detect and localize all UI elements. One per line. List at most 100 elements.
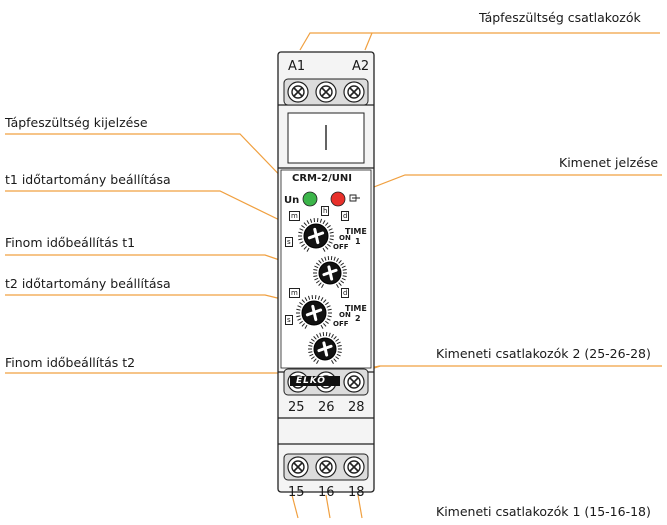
t1-range-dial-tick xyxy=(322,247,326,252)
t2-range-dial-tick xyxy=(304,324,308,329)
terminal-bottom-screw-slot-3 xyxy=(349,462,359,472)
line-out1-15 xyxy=(291,494,299,519)
t2-fine-dial-tick xyxy=(331,334,334,338)
line-supply-a2 xyxy=(364,32,373,51)
brand-badge xyxy=(290,376,340,386)
t1-range-dial-tick xyxy=(298,231,303,234)
t2-fine-dial-tick xyxy=(308,351,313,354)
t1-range-dial-tick xyxy=(298,238,303,241)
line-t1-range xyxy=(5,190,299,230)
t2-range-dial-tick xyxy=(299,302,303,306)
t1-fine-dial-tick xyxy=(340,280,345,284)
t1-fine-dial-tick xyxy=(321,284,324,288)
t2-fine-dial-tick xyxy=(336,341,341,345)
callout-output-terminals-2: Kimeneti csatlakozók 2 (25-26-28) xyxy=(436,346,651,361)
terminal-bottom-screw-slot-2 xyxy=(321,462,331,472)
t2-fine-dial-tick xyxy=(316,334,319,338)
t2-range-dial-tick xyxy=(304,297,308,302)
t1-fine-dial-tick xyxy=(318,282,322,286)
t2-range-dial-grip xyxy=(305,304,323,322)
range-d-1: d xyxy=(341,211,350,221)
line-out1-16 xyxy=(325,494,331,519)
terminal-top-screw-ring-3 xyxy=(347,85,361,99)
t1-fine-dial-tick xyxy=(318,260,322,264)
relay-output-icon xyxy=(349,194,360,202)
callout-supply-indicator: Tápfeszültség kijelzése xyxy=(5,115,148,130)
t2-range-dial-tick xyxy=(299,320,303,324)
t1-fine-dial-tick xyxy=(313,275,318,278)
t2-range-dial-tick xyxy=(296,315,301,318)
t2-fine-dial-tick xyxy=(328,332,331,337)
t1-range-dial-tick xyxy=(328,241,333,244)
t2-fine-dial-tick xyxy=(309,341,314,345)
callout-output-indicator: Kimenet jelzése xyxy=(559,155,659,170)
t1-range-dial-tick xyxy=(327,243,331,247)
t1-fine-dial-tick xyxy=(333,256,336,261)
terminal-label-26: 26 xyxy=(318,400,335,415)
terminal-label-16: 16 xyxy=(318,485,335,500)
terminal-middle-screw-slot-3 xyxy=(349,377,359,387)
terminal-top-screw-ring-1 xyxy=(291,85,305,99)
off-label-2: OFF xyxy=(333,320,349,328)
t2-fine-dial-tick xyxy=(308,344,313,347)
line-t2-range xyxy=(5,294,303,305)
red-led xyxy=(330,191,346,207)
t1-fine-dial-tick xyxy=(315,280,320,284)
t1-range-dial-tick xyxy=(306,220,310,225)
time-label-1: TIME xyxy=(345,227,367,236)
range-s-2: s xyxy=(285,315,293,325)
t1-range-dial-tick xyxy=(299,228,304,231)
terminal-top-screw-slot-2 xyxy=(321,87,331,97)
t1-fine-dial-tick xyxy=(324,256,327,261)
t2-range-dial-tick xyxy=(296,308,301,311)
t1-range-dial-tick xyxy=(299,241,304,244)
terminal-label-a2: A2 xyxy=(352,59,370,74)
t2-range-dial-tick xyxy=(301,299,306,303)
line-out1-18 xyxy=(357,494,363,519)
t1-range-dial-tick xyxy=(303,246,308,250)
t1-fine-dial-tick xyxy=(342,275,347,278)
terminal-middle-screw-ring-3 xyxy=(347,375,361,389)
t1-range-dial-tick xyxy=(324,222,329,226)
t1-fine-dial-tick xyxy=(341,277,346,281)
t2-fine-dial-tick xyxy=(335,356,340,360)
terminal-bottom-screw-ring-3 xyxy=(347,460,361,474)
t2-range-dial-tick xyxy=(301,323,306,327)
t1-range-dial-tick xyxy=(329,238,334,241)
model-label: CRM-2/UNI xyxy=(292,173,352,184)
t2-range-dial-tick xyxy=(327,315,332,318)
line-output-indicator xyxy=(339,174,662,201)
off-label-1: OFF xyxy=(333,243,349,251)
callout-t2-range: t2 időtartomány beállítása xyxy=(5,276,171,291)
t1-range-dial-tick xyxy=(327,225,331,229)
on-label-2: ON xyxy=(339,311,351,319)
t1-fine-dial-tick xyxy=(338,260,342,264)
t2-range-dial-tick xyxy=(326,305,331,308)
t2-range-dial-tick xyxy=(307,295,311,300)
range-h-1: h xyxy=(321,206,330,216)
t1-fine-dial-tick xyxy=(336,284,339,288)
t1-fine-dial-tick xyxy=(336,258,339,262)
line-t1-fine xyxy=(5,254,304,269)
t2-fine-dial-grip xyxy=(317,341,333,357)
t1-range-dial-tick xyxy=(329,231,334,234)
t2-range-dial-tick xyxy=(325,320,329,324)
t1-range-dial-tick xyxy=(301,243,305,247)
range-d-2: d xyxy=(341,288,350,298)
t2-fine-dial-tick xyxy=(337,344,342,347)
terminal-top-screw-ring-2 xyxy=(319,85,333,99)
dial1-number: 1 xyxy=(355,237,361,246)
line-supply-a1 xyxy=(299,32,660,51)
dials xyxy=(296,218,347,364)
range-m-1: m xyxy=(289,211,300,221)
t2-range-dial-tick xyxy=(320,297,324,302)
t2-range-dial-tick xyxy=(322,299,327,303)
t2-fine-dial-tick xyxy=(319,332,322,337)
t2-range-dial-tick xyxy=(297,318,302,321)
terminal-bottom-screw-ring-1 xyxy=(291,460,305,474)
t1-fine-dial-tick xyxy=(313,268,318,271)
t1-fine-dial-tick xyxy=(315,262,320,266)
t2-fine-dial-tick xyxy=(336,353,341,357)
